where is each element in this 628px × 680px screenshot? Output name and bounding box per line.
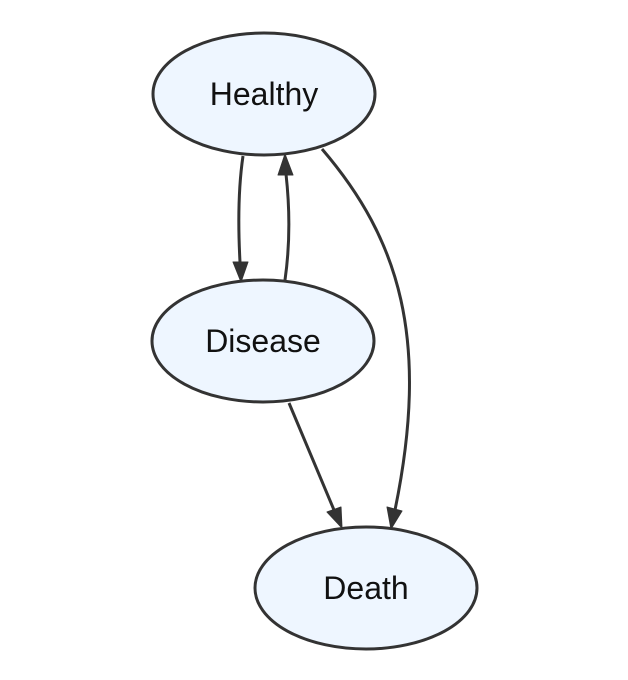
node-disease-label: Disease	[205, 323, 321, 359]
arrowhead-icon	[232, 261, 249, 283]
node-healthy[interactable]: Healthy	[151, 31, 377, 157]
arrowhead-icon	[386, 506, 403, 530]
node-healthy-label: Healthy	[210, 76, 319, 112]
edge-line	[320, 148, 411, 511]
edge-healthy-to-death	[320, 148, 411, 530]
edge-healthy-to-disease	[232, 155, 249, 283]
node-death-label: Death	[323, 570, 408, 606]
edge-line	[283, 173, 291, 281]
edge-line	[237, 155, 245, 263]
arrowhead-icon	[326, 506, 343, 529]
node-disease-ellipse	[150, 278, 376, 404]
arrowhead-icon	[277, 153, 294, 176]
edge-disease-to-death	[287, 402, 343, 529]
node-healthy-ellipse	[151, 31, 377, 157]
node-death-ellipse	[253, 525, 479, 651]
edge-disease-to-healthy	[277, 153, 294, 281]
edge-line	[287, 402, 336, 511]
node-disease[interactable]: Disease	[150, 278, 376, 404]
node-death[interactable]: Death	[253, 525, 479, 651]
